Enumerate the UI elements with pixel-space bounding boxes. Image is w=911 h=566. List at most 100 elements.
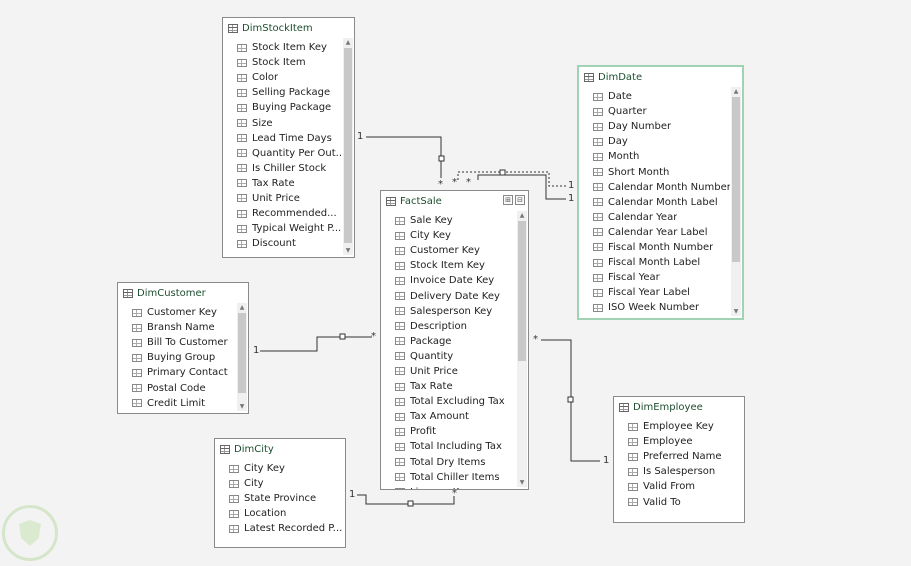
column-row[interactable]: Tax Rate xyxy=(381,379,516,394)
scroll-thumb[interactable] xyxy=(732,97,740,262)
column-row[interactable]: Latest Recorded P... xyxy=(215,521,343,536)
column-row[interactable]: Employee xyxy=(614,434,742,449)
relationship-marker[interactable] xyxy=(339,333,346,340)
scrollbar[interactable]: ▲ ▼ xyxy=(237,303,247,411)
relationship-marker[interactable] xyxy=(438,155,445,162)
column-row[interactable]: Recommended... xyxy=(223,206,342,221)
column-row[interactable]: Buying Group xyxy=(118,350,236,365)
column-row[interactable]: Calendar Month Label xyxy=(579,195,730,210)
column-row[interactable]: Tax Amount xyxy=(381,409,516,424)
collapse-icon[interactable]: ⊟ xyxy=(515,195,525,205)
column-row[interactable]: Day xyxy=(579,134,730,149)
column-row[interactable]: Month xyxy=(579,149,730,164)
column-row[interactable]: Stock Item xyxy=(223,55,342,70)
scroll-up-icon[interactable]: ▲ xyxy=(519,212,525,219)
column-row[interactable]: Location xyxy=(215,506,343,521)
column-row[interactable]: Employee Key xyxy=(614,419,742,434)
column-row[interactable]: Stock Item Key xyxy=(223,40,342,55)
table-header[interactable]: FactSale xyxy=(381,191,528,211)
scroll-down-icon[interactable]: ▼ xyxy=(733,308,739,315)
table-header[interactable]: DimCity xyxy=(215,439,345,459)
column-row[interactable]: Total Chiller Items xyxy=(381,470,516,485)
column-row[interactable]: City Key xyxy=(381,228,516,243)
scroll-down-icon[interactable]: ▼ xyxy=(345,247,351,254)
column-row[interactable]: Calendar Year Label xyxy=(579,225,730,240)
column-row[interactable]: Preferred Name xyxy=(614,449,742,464)
column-row[interactable]: Total Including Tax xyxy=(381,439,516,454)
column-row[interactable]: Valid To xyxy=(614,494,742,509)
column-row[interactable]: Size xyxy=(223,115,342,130)
column-row[interactable]: Selling Package xyxy=(223,85,342,100)
column-row[interactable]: Calendar Year xyxy=(579,210,730,225)
column-row[interactable]: Primary Contact xyxy=(118,365,236,380)
column-row[interactable]: Is Chiller Stock xyxy=(223,161,342,176)
expand-icon[interactable]: ⊞ xyxy=(503,195,513,205)
scroll-up-icon[interactable]: ▲ xyxy=(733,88,739,95)
column-row[interactable]: Tax Rate xyxy=(223,176,342,191)
column-row[interactable]: City xyxy=(215,476,343,491)
column-row[interactable]: Quarter xyxy=(579,104,730,119)
column-row[interactable]: Color xyxy=(223,70,342,85)
relationship-line-stock-fact[interactable] xyxy=(366,136,442,178)
column-row[interactable]: ISO Week Number xyxy=(579,300,730,315)
scroll-down-icon[interactable]: ▼ xyxy=(239,403,245,410)
relationship-line-date-fact-inactive[interactable] xyxy=(457,171,566,187)
column-row[interactable]: Total Dry Items xyxy=(381,455,516,470)
column-row[interactable]: Customer Key xyxy=(118,305,236,320)
column-row[interactable]: Unit Price xyxy=(223,191,342,206)
scroll-up-icon[interactable]: ▲ xyxy=(239,304,245,311)
column-row[interactable]: State Province xyxy=(215,491,343,506)
column-row[interactable]: Date xyxy=(579,89,730,104)
table-header[interactable]: DimStockItem xyxy=(223,18,354,38)
column-row[interactable]: Invoice Date Key xyxy=(381,273,516,288)
column-row[interactable]: Package xyxy=(381,334,516,349)
column-row[interactable]: Calendar Month Number xyxy=(579,180,730,195)
column-row[interactable]: Lineage Key xyxy=(381,485,516,489)
column-row[interactable]: Customer Key xyxy=(381,243,516,258)
scrollbar[interactable]: ▲ ▼ xyxy=(517,211,527,487)
relationship-line-date-fact[interactable] xyxy=(477,174,566,200)
column-row[interactable]: Bill To Customer xyxy=(118,335,236,350)
column-row[interactable]: Short Month xyxy=(579,164,730,179)
column-row[interactable]: Fiscal Year xyxy=(579,270,730,285)
relationship-marker[interactable] xyxy=(407,500,414,507)
column-row[interactable]: Unit Price xyxy=(381,364,516,379)
scroll-down-icon[interactable]: ▼ xyxy=(519,479,525,486)
relationship-marker[interactable] xyxy=(567,396,574,403)
column-row[interactable]: Fiscal Year Label xyxy=(579,285,730,300)
table-header[interactable]: DimEmployee xyxy=(614,397,744,417)
column-row[interactable]: Delivery Date Key xyxy=(381,288,516,303)
column-row[interactable]: Is Salesperson xyxy=(614,464,742,479)
scrollbar[interactable]: ▲ ▼ xyxy=(343,38,353,255)
column-row[interactable]: Quantity xyxy=(381,349,516,364)
table-header[interactable]: DimDate xyxy=(579,67,742,87)
table-header[interactable]: DimCustomer xyxy=(118,283,248,303)
column-row[interactable]: Buying Package xyxy=(223,100,342,115)
column-row[interactable]: City Key xyxy=(215,461,343,476)
column-row[interactable]: Day Number xyxy=(579,119,730,134)
column-row[interactable]: Credit Limit xyxy=(118,396,236,411)
column-row[interactable]: Salesperson Key xyxy=(381,304,516,319)
scroll-thumb[interactable] xyxy=(518,221,526,361)
column-row[interactable]: Total Excluding Tax xyxy=(381,394,516,409)
relationship-line-city-fact[interactable] xyxy=(357,494,455,505)
column-row[interactable]: Typical Weight P... xyxy=(223,221,342,236)
column-row[interactable]: Fiscal Month Number xyxy=(579,240,730,255)
column-row[interactable]: Quantity Per Out... xyxy=(223,146,342,161)
column-row[interactable]: Lead Time Days xyxy=(223,131,342,146)
column-row[interactable]: Description xyxy=(381,319,516,334)
scroll-thumb[interactable] xyxy=(238,313,246,393)
scrollbar[interactable]: ▲ ▼ xyxy=(731,87,741,316)
column-row[interactable]: Profit xyxy=(381,424,516,439)
column-row[interactable]: Postal Code xyxy=(118,380,236,395)
column-row[interactable]: Stock Item Key xyxy=(381,258,516,273)
relationship-line-customer-fact[interactable] xyxy=(260,336,372,352)
column-row[interactable]: Sale Key xyxy=(381,213,516,228)
column-row[interactable]: Discount xyxy=(223,236,342,251)
relationship-marker[interactable] xyxy=(499,169,506,176)
